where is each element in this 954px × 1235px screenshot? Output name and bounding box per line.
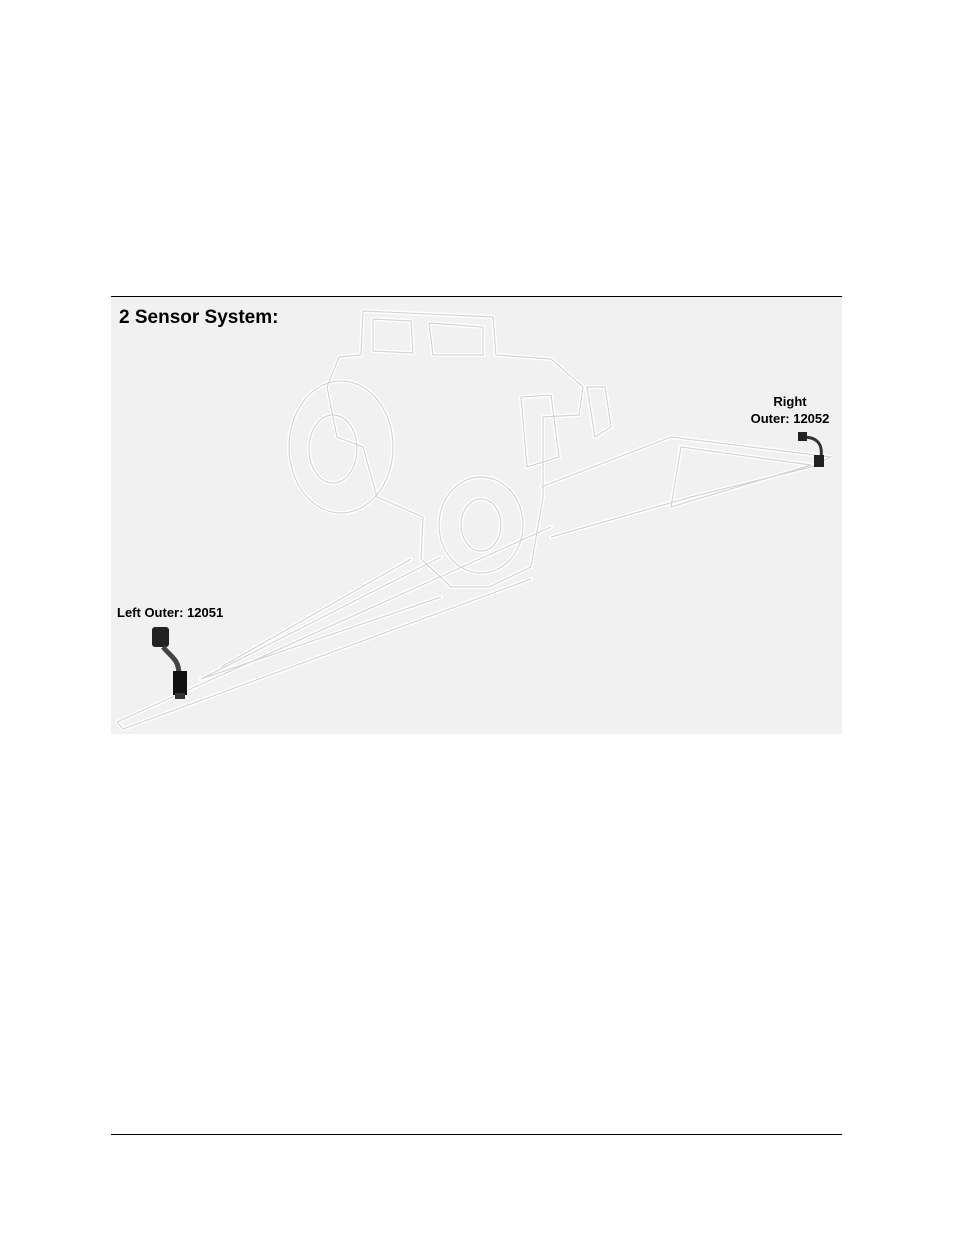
right-sensor-label-line2: Outer: 12052 (740, 410, 840, 427)
left-sensor-icon (152, 627, 187, 699)
figure-title: 2 Sensor System: (119, 307, 278, 329)
sprayer-outline-illustration (111, 297, 842, 734)
bottom-divider (111, 1134, 842, 1135)
right-sensor-label-line1: Right (740, 393, 840, 410)
sprayer-sensor-figure: 2 Sensor System: Right Outer: 12052 Left… (111, 297, 842, 734)
left-sensor-label: Left Outer: 12051 (117, 604, 223, 621)
right-sensor-label: Right Outer: 12052 (740, 393, 840, 427)
